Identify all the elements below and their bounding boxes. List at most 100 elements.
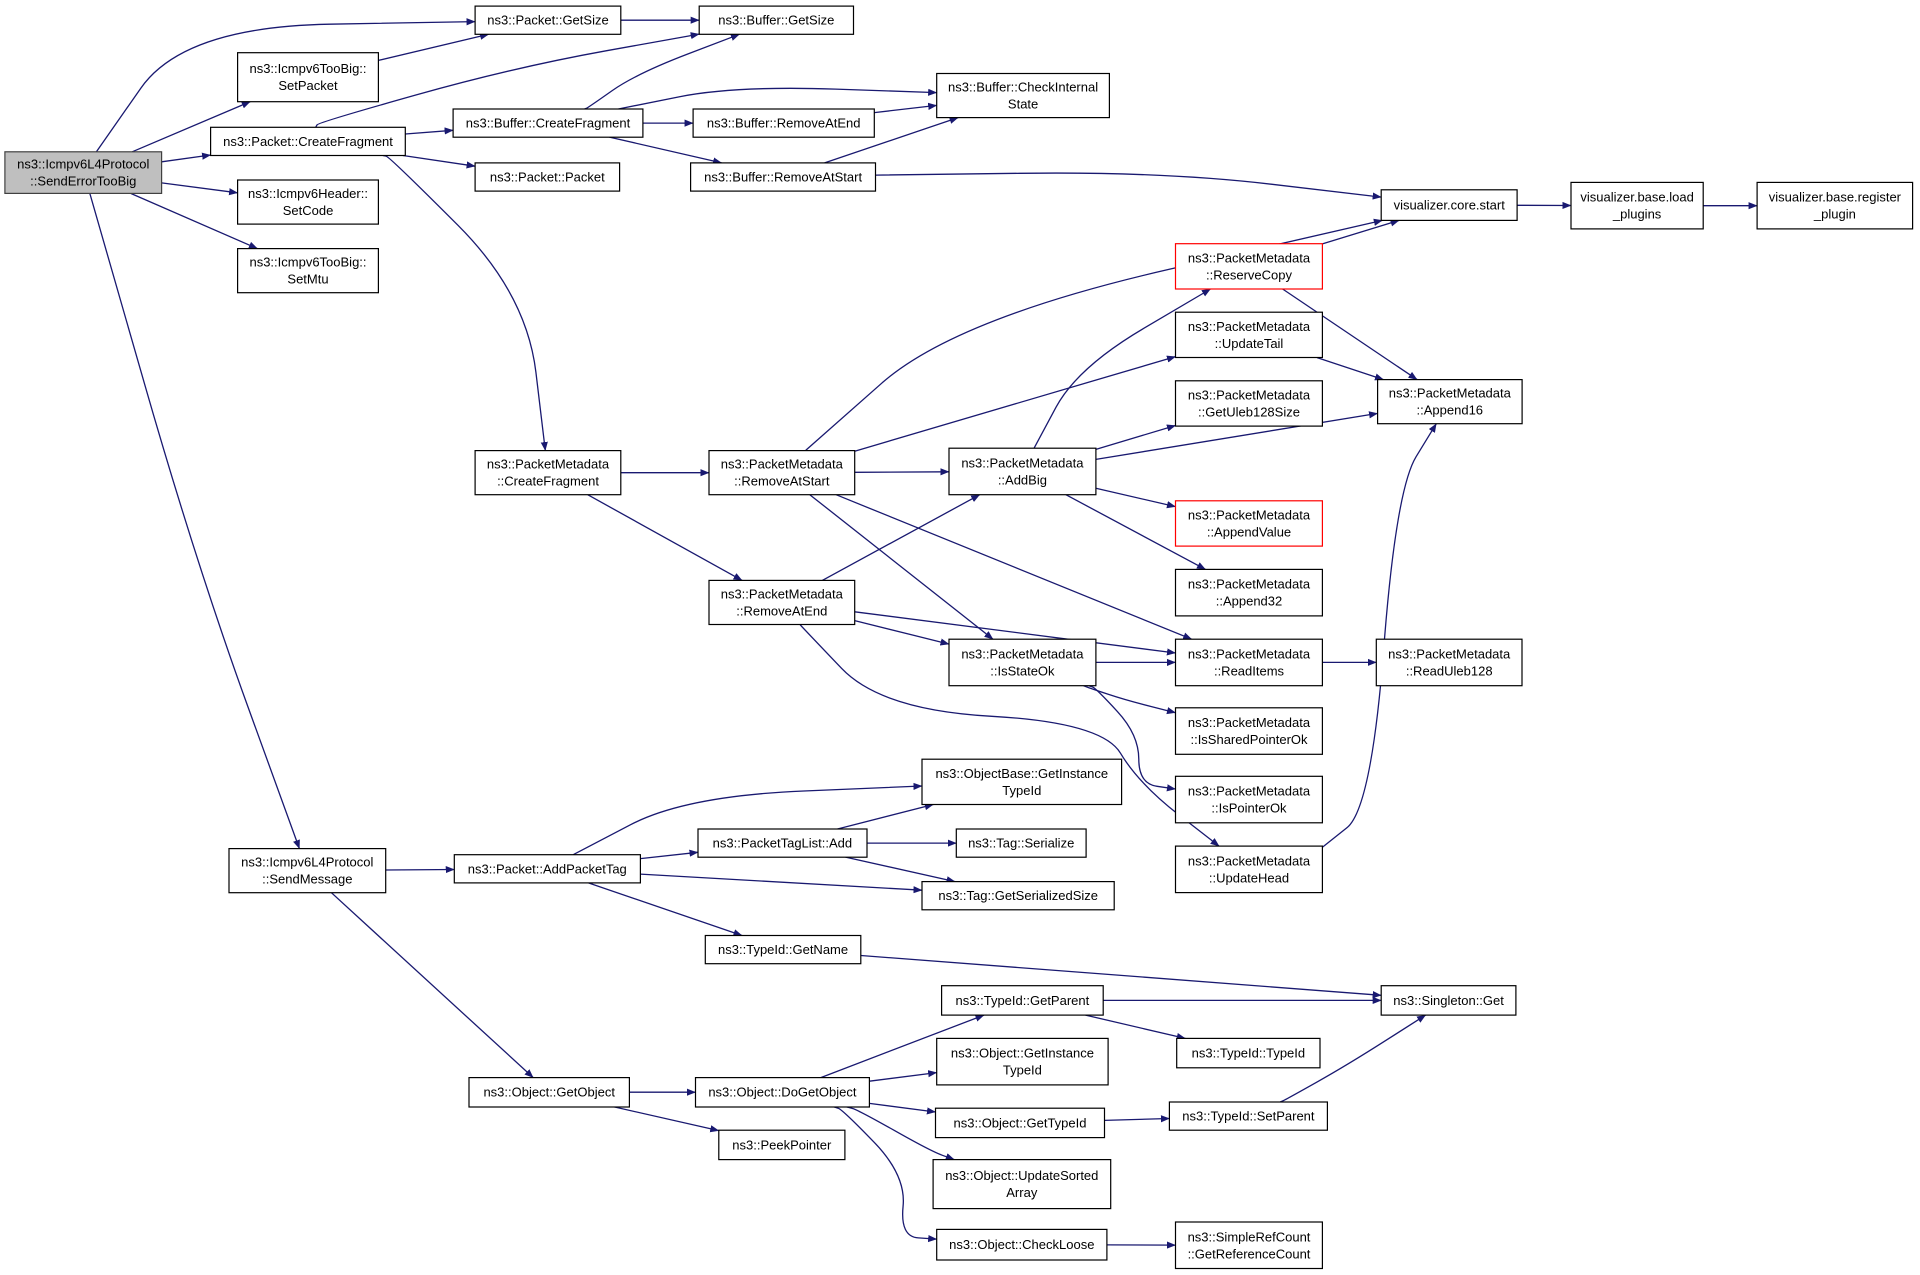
node-pkt-getsize[interactable]: ns3::Packet::GetSize: [474, 5, 622, 35]
node-peekpointer[interactable]: ns3::PeekPointer: [718, 1129, 846, 1161]
node-tb-setpacket[interactable]: ns3::Icmpv6TooBig::SetPacket: [237, 52, 380, 103]
node-pm-getuleb[interactable]: ns3::PacketMetadata::GetUleb128Size: [1174, 380, 1323, 427]
node-label-line: ns3::TypeId::SetParent: [1182, 1109, 1315, 1124]
node-label-line: ::SendErrorTooBig: [30, 174, 136, 189]
node-box: [228, 847, 387, 894]
node-obj-getobject[interactable]: ns3::Object::GetObject: [468, 1076, 630, 1108]
node-pm-removeend[interactable]: ns3::PacketMetadata::RemoveAtEnd: [708, 579, 856, 626]
node-pm-append16[interactable]: ns3::PacketMetadata::Append16: [1376, 379, 1523, 425]
node-buf-removeend[interactable]: ns3::Buffer::RemoveAtEnd: [692, 108, 875, 138]
node-box: [948, 638, 1097, 687]
node-box: [1375, 638, 1523, 687]
node-box: [474, 162, 621, 192]
node-tid-typeid[interactable]: ns3::TypeId::TypeId: [1176, 1037, 1321, 1069]
node-src-getrefcount[interactable]: ns3::SimpleRefCount::GetReferenceCount: [1174, 1221, 1323, 1270]
node-tid-getparent[interactable]: ns3::TypeId::GetParent: [940, 985, 1104, 1016]
node-box: [1174, 775, 1323, 824]
node-label-line: ns3::Icmpv6Header::: [248, 186, 368, 201]
edge-root-to-l4_sendmsg: [89, 193, 301, 850]
node-label-line: ns3::Buffer::CreateFragment: [466, 116, 631, 131]
node-pkt-createfrag[interactable]: ns3::Packet::CreateFragment: [210, 126, 406, 157]
node-box: [1168, 1101, 1329, 1131]
edge-pm_addbig-to-pm_append16: [1095, 411, 1379, 461]
node-box: [1376, 379, 1523, 425]
node-pm-reservecopy[interactable]: ns3::PacketMetadata::ReserveCopy: [1174, 243, 1323, 290]
node-box: [237, 179, 380, 225]
node-pm-updatehead[interactable]: ns3::PacketMetadata::UpdateHead: [1174, 845, 1323, 894]
node-box: [704, 934, 862, 965]
edge-pkt_addtag-to-tag_getsersize: [640, 873, 923, 894]
node-buf-removestart[interactable]: ns3::Buffer::RemoveAtStart: [689, 162, 877, 192]
node-pm-removestart[interactable]: ns3::PacketMetadata::RemoveAtStart: [708, 450, 856, 496]
node-pm-createfrag[interactable]: ns3::PacketMetadata::CreateFragment: [474, 450, 622, 496]
node-obj-checkloose[interactable]: ns3::Object::CheckLoose: [936, 1228, 1108, 1261]
node-tag-serialize[interactable]: ns3::Tag::Serialize: [955, 828, 1087, 858]
node-l4-sendmsg[interactable]: ns3::Icmpv6L4Protocol::SendMessage: [228, 847, 387, 894]
node-hdr-setcode[interactable]: ns3::Icmpv6Header::SetCode: [237, 179, 380, 225]
node-viz-register[interactable]: visualizer.base.register_plugin: [1756, 181, 1914, 230]
node-viz-start[interactable]: visualizer.core.start: [1380, 189, 1518, 222]
node-box: [453, 854, 641, 884]
node-label-line: _plugins: [1612, 207, 1662, 222]
edge-obj_dogetobject-to-tid_getparent: [820, 1014, 985, 1079]
node-label-line: ::IsPointerOk: [1211, 801, 1287, 816]
node-box: [948, 447, 1097, 496]
node-root[interactable]: ns3::Icmpv6L4Protocol::SendErrorTooBig: [4, 151, 163, 195]
node-tb-setmtu[interactable]: ns3::Icmpv6TooBig::SetMtu: [237, 248, 380, 294]
node-pm-issharedptr[interactable]: ns3::PacketMetadata::IsSharedPointerOk: [1174, 707, 1323, 755]
node-pm-readuleb[interactable]: ns3::PacketMetadata::ReadUleb128: [1375, 638, 1523, 687]
node-box: [474, 450, 622, 496]
node-tag-getsersize[interactable]: ns3::Tag::GetSerializedSize: [921, 880, 1115, 911]
node-label-line: ::CreateFragment: [497, 474, 599, 489]
node-pm-readitems[interactable]: ns3::PacketMetadata::ReadItems: [1174, 638, 1323, 687]
node-box: [1174, 707, 1323, 755]
node-label-line: ns3::ObjectBase::GetInstance: [935, 766, 1108, 781]
node-box: [452, 108, 644, 138]
node-pm-isptrok[interactable]: ns3::PacketMetadata::IsPointerOk: [1174, 775, 1323, 824]
node-singleton-get[interactable]: ns3::Singleton::Get: [1380, 985, 1517, 1016]
edge-pkt_createfrag-to-pm_createfrag: [382, 154, 548, 452]
node-pkt-addtag[interactable]: ns3::Packet::AddPacketTag: [453, 854, 641, 884]
node-ptl-add[interactable]: ns3::PacketTagList::Add: [697, 828, 868, 858]
node-pm-addbig[interactable]: ns3::PacketMetadata::AddBig: [948, 447, 1097, 496]
edge-root-to-tb_setpacket: [131, 101, 251, 153]
edge-pkt_createfrag-to-buf_createfrag: [405, 127, 454, 135]
node-tid-getname[interactable]: ns3::TypeId::GetName: [704, 934, 862, 965]
edge-buf_removeend-to-buf_checkinternal: [874, 102, 938, 114]
node-obj-dogetobject[interactable]: ns3::Object::DoGetObject: [694, 1076, 870, 1108]
node-box: [698, 5, 855, 35]
node-buf-getsize[interactable]: ns3::Buffer::GetSize: [698, 5, 855, 35]
node-tid-setparent[interactable]: ns3::TypeId::SetParent: [1168, 1101, 1329, 1131]
node-obj-gettypeid[interactable]: ns3::Object::GetTypeId: [934, 1107, 1106, 1139]
node-label-line: ns3::Buffer::RemoveAtStart: [704, 169, 862, 184]
node-buf-createfrag[interactable]: ns3::Buffer::CreateFragment: [452, 108, 644, 138]
node-box: [708, 579, 856, 626]
node-label-line: ns3::PacketMetadata: [1188, 319, 1311, 334]
node-pm-updatetail[interactable]: ns3::PacketMetadata::UpdateTail: [1174, 311, 1323, 359]
node-box: [1174, 1221, 1323, 1270]
node-pm-append32[interactable]: ns3::PacketMetadata::Append32: [1174, 568, 1323, 617]
node-box: [210, 126, 406, 157]
edge-pm_removestart-to-pm_updatetail: [854, 355, 1176, 452]
node-label-line: ns3::PacketMetadata: [721, 586, 844, 601]
node-label-line: SetPacket: [278, 78, 338, 93]
node-label-line: ns3::Object::GetObject: [483, 1085, 615, 1100]
edge-pm_removeend-to-pm_readitems: [854, 611, 1176, 656]
node-pkt-packet[interactable]: ns3::Packet::Packet: [474, 162, 621, 192]
node-viz-loadplugins[interactable]: visualizer.base.load_plugins: [1570, 181, 1704, 230]
node-label-line: ns3::PacketMetadata: [1188, 250, 1311, 265]
node-label-line: ::IsStateOk: [990, 663, 1055, 678]
node-label-line: ::UpdateHead: [1209, 870, 1289, 885]
edge-buf_removestart-to-buf_checkinternal: [824, 116, 959, 164]
node-label-line: ::ReadUleb128: [1406, 663, 1493, 678]
edge-pm_removeend-to-pm_updatehead: [799, 624, 1220, 847]
node-pm-isstateok[interactable]: ns3::PacketMetadata::IsStateOk: [948, 638, 1097, 687]
node-label-line: ns3::PacketMetadata: [1188, 853, 1311, 868]
node-label-line: ns3::PacketTagList::Add: [713, 836, 852, 851]
node-label-line: SetCode: [283, 203, 334, 218]
node-pm-appendvalue[interactable]: ns3::PacketMetadata::AppendValue: [1174, 500, 1323, 547]
